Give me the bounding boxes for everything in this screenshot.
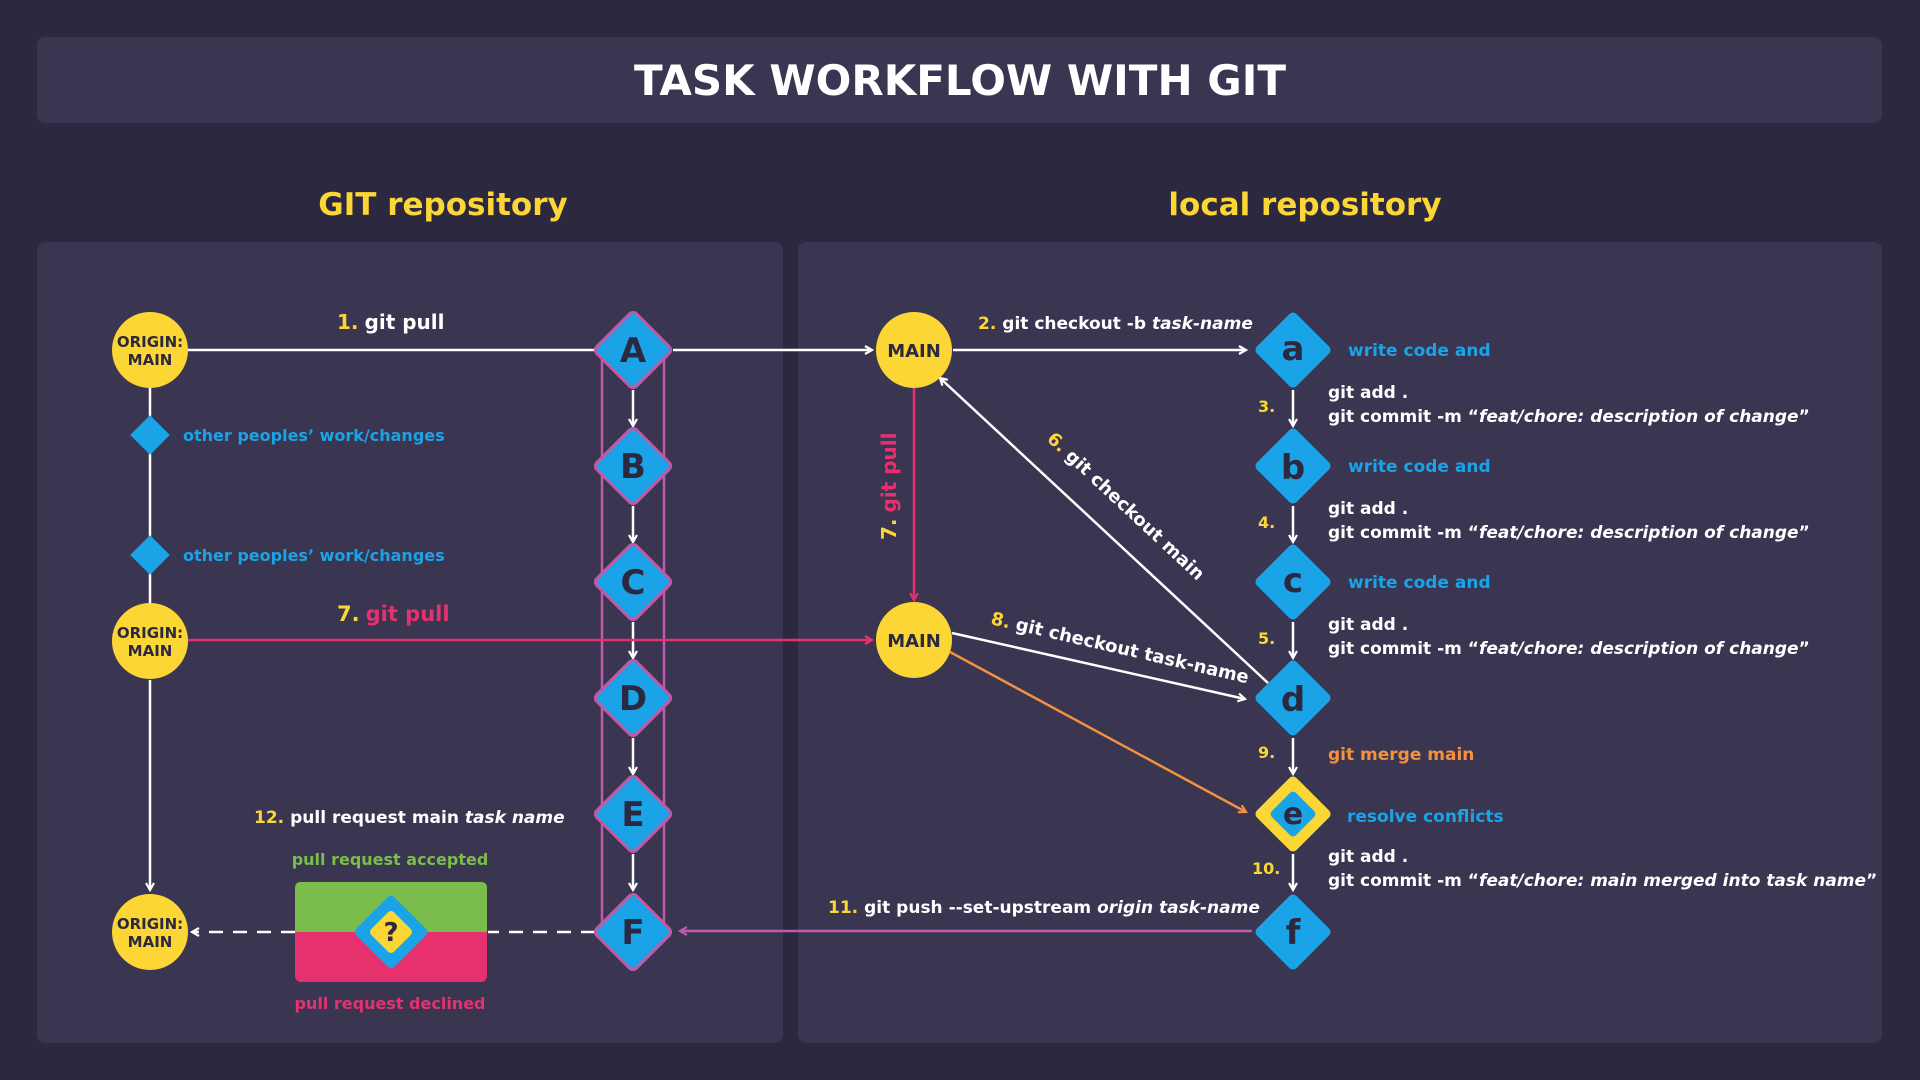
commit-node-C: C: [593, 542, 673, 622]
step2-label: 2.git checkout -b task-name: [978, 314, 1253, 334]
origin-main-node-3: ORIGIN: MAIN: [112, 894, 188, 970]
step12-label: 12.pull request main task name: [254, 808, 565, 828]
pr-accepted-label: pull request accepted: [292, 850, 489, 869]
step5-commit: git commit -m “feat/chore: description o…: [1328, 639, 1810, 659]
origin-main-node-2: ORIGIN: MAIN: [112, 603, 188, 679]
svg-text:A: A: [620, 331, 647, 371]
commit-node-A: A: [593, 310, 673, 390]
step10-git-add: git add .: [1328, 847, 1408, 867]
commit-node-D: D: [593, 658, 673, 738]
commit-node-b: b: [1255, 428, 1331, 504]
step9-merge-label: git merge main: [1328, 745, 1474, 765]
svg-text:b: b: [1281, 448, 1305, 488]
commit-node-a: a: [1255, 312, 1331, 388]
step1-label: 1.git pull: [337, 310, 444, 334]
step10-number: 10.: [1252, 859, 1280, 878]
other-work-label-2: other peoples’ work/changes: [183, 546, 445, 565]
svg-text:ORIGIN:: ORIGIN:: [117, 333, 183, 351]
commit-node-f: f: [1255, 894, 1331, 970]
step6-checkout-main-arrow: [940, 378, 1269, 684]
svg-text:f: f: [1286, 913, 1302, 953]
write-code-label-3: write code and: [1348, 573, 1491, 593]
main-node-2: MAIN: [876, 602, 952, 678]
svg-text:ORIGIN:: ORIGIN:: [117, 915, 183, 933]
local-repository-title: local repository: [1168, 187, 1441, 223]
svg-text:MAIN: MAIN: [128, 642, 173, 660]
resolve-conflicts-label: resolve conflicts: [1347, 807, 1504, 827]
commit-node-B: B: [593, 426, 673, 506]
origin-main-node-1: ORIGIN: MAIN: [112, 312, 188, 388]
step8-checkout-task-arrow: [951, 631, 1245, 699]
svg-text:MAIN: MAIN: [128, 351, 173, 369]
svg-text:c: c: [1283, 561, 1303, 601]
git-repository-panel: [37, 242, 783, 1043]
svg-text:MAIN: MAIN: [887, 341, 941, 362]
step3-git-add: git add .: [1328, 383, 1408, 403]
commit-node-c: c: [1255, 544, 1331, 620]
step7-label: 7.git pull: [337, 602, 450, 626]
step11-label: 11.git push --set-upstream origin task-n…: [828, 898, 1260, 918]
step3-commit: git commit -m “feat/chore: description o…: [1328, 407, 1810, 427]
step4-number: 4.: [1258, 513, 1275, 532]
title-bar: [37, 37, 1882, 123]
local-repository-panel: [798, 242, 1882, 1043]
pull-request-diamond: ?: [354, 895, 428, 969]
write-code-label-2: write code and: [1348, 457, 1491, 477]
git-repository-title: GIT repository: [318, 187, 567, 223]
step3-number: 3.: [1258, 397, 1275, 416]
main-node-1: MAIN: [876, 312, 952, 388]
svg-text:d: d: [1281, 680, 1305, 720]
step5-number: 5.: [1258, 629, 1275, 648]
svg-text:E: E: [621, 795, 644, 835]
other-work-diamond-1: [130, 415, 170, 455]
page-title: TASK WORKFLOW WITH GIT: [634, 56, 1286, 105]
question-mark-icon: ?: [383, 918, 398, 948]
step4-git-add: git add .: [1328, 499, 1408, 519]
step7-vertical-label: 7.git pull: [877, 433, 901, 540]
svg-text:D: D: [619, 679, 647, 719]
svg-text:e: e: [1283, 797, 1303, 832]
step9-number: 9.: [1258, 743, 1275, 762]
other-work-label-1: other peoples’ work/changes: [183, 426, 445, 445]
other-work-diamond-2: [130, 535, 170, 575]
pr-declined-label: pull request declined: [294, 994, 485, 1013]
svg-text:a: a: [1282, 329, 1305, 369]
svg-text:C: C: [621, 563, 646, 603]
write-code-label-1: write code and: [1348, 341, 1491, 361]
svg-text:MAIN: MAIN: [887, 631, 941, 652]
commit-node-d: d: [1255, 660, 1331, 736]
merge-main-arrow: [949, 650, 1246, 812]
commit-node-E: E: [593, 774, 673, 854]
step4-commit: git commit -m “feat/chore: description o…: [1328, 523, 1810, 543]
commit-node-F: F: [593, 892, 673, 972]
svg-text:ORIGIN:: ORIGIN:: [117, 624, 183, 642]
svg-text:B: B: [620, 447, 646, 487]
step10-commit: git commit -m “feat/chore: main merged i…: [1328, 871, 1877, 891]
svg-text:F: F: [621, 913, 644, 953]
svg-text:MAIN: MAIN: [128, 933, 173, 951]
step5-git-add: git add .: [1328, 615, 1408, 635]
commit-node-e: e: [1255, 776, 1331, 852]
